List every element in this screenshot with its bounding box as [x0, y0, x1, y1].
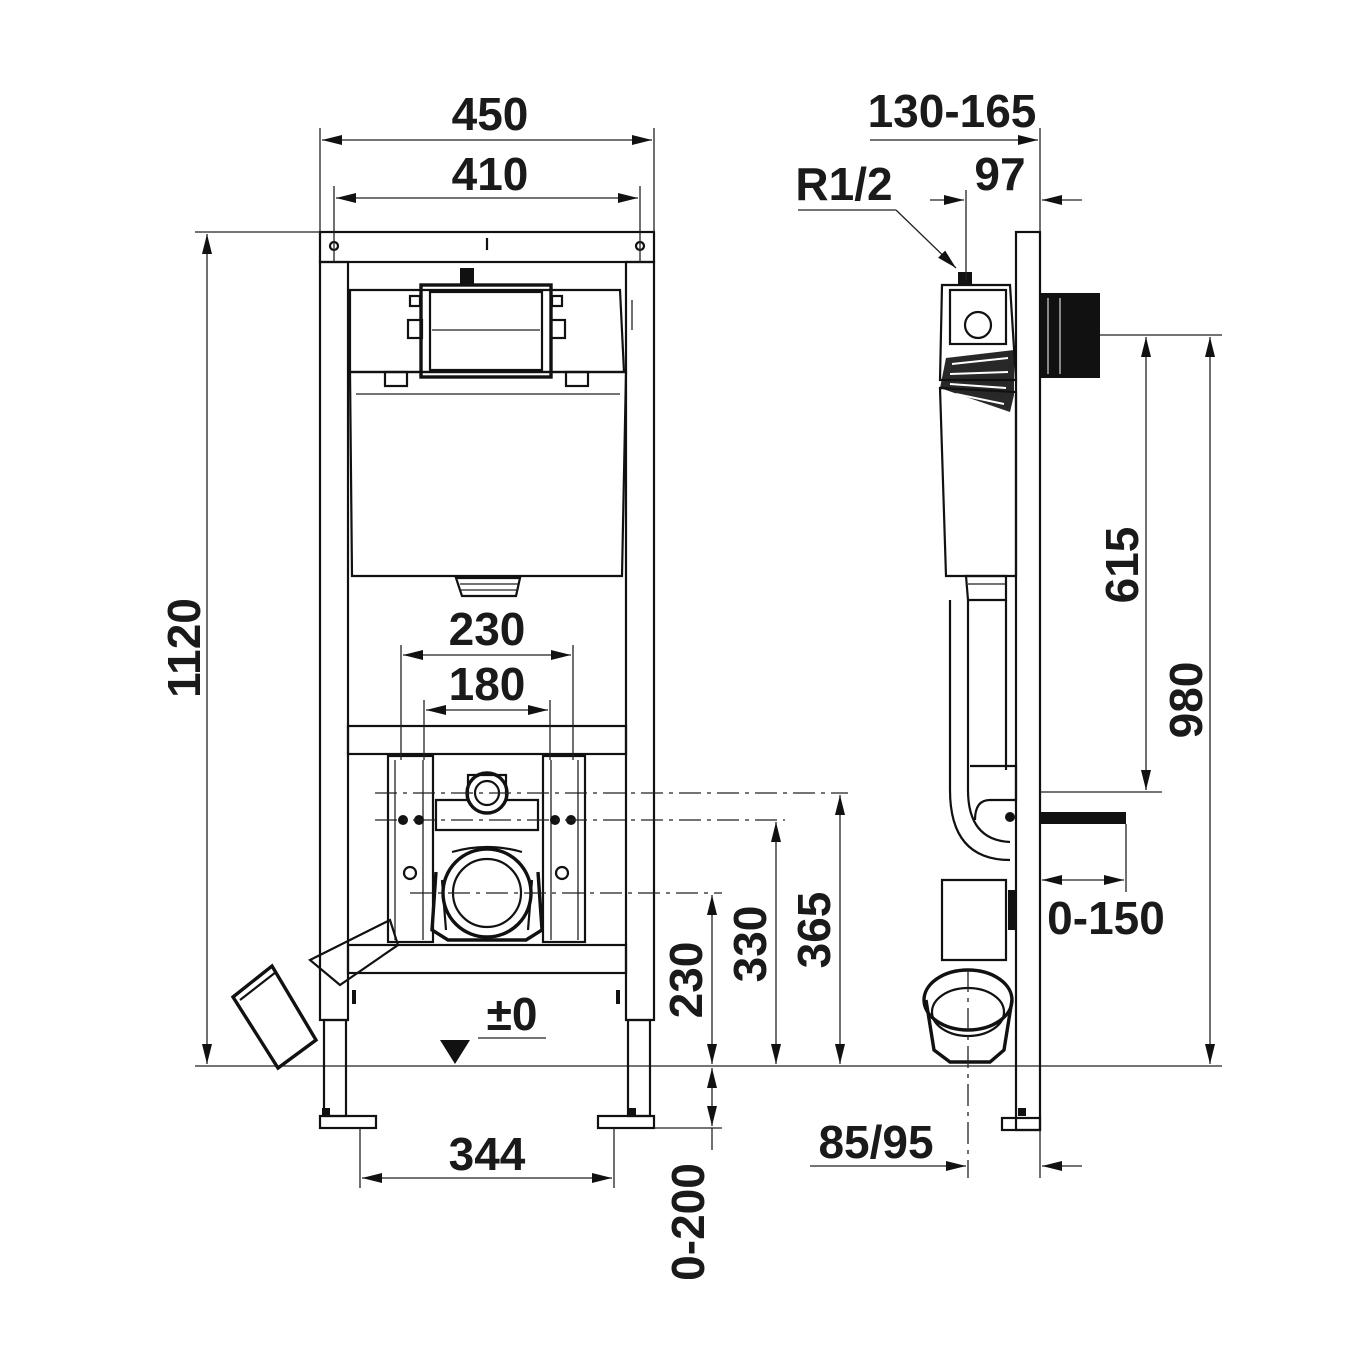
- dim-130-165-label: 130-165: [868, 85, 1037, 137]
- cistern-body: [348, 370, 628, 578]
- flush-valve: [419, 283, 553, 379]
- drain-elbow: [230, 963, 319, 1071]
- dim-410-label: 410: [452, 148, 529, 200]
- side-cistern-body: [938, 386, 1018, 578]
- dim-230-vertical-label: 230: [660, 942, 712, 1019]
- dim-330-label: 330: [724, 906, 776, 983]
- dim-344-label: 344: [449, 1128, 526, 1180]
- inlet-thread-label: R1/2: [795, 158, 892, 210]
- dim-230-label: 230: [449, 603, 526, 655]
- dim-97-label: 97: [974, 148, 1025, 200]
- dim-180-label: 180: [449, 658, 526, 710]
- right-leg: [626, 1018, 652, 1118]
- floor-level-label: ±0: [487, 988, 538, 1040]
- dim-85-95-label: 85/95: [818, 1116, 933, 1168]
- cistern-top: [348, 288, 626, 374]
- dim-980-label: 980: [1160, 662, 1212, 739]
- floor-level-marker: [440, 1040, 470, 1064]
- left-upright: [318, 260, 350, 1022]
- top-rail: [318, 230, 656, 264]
- right-upright: [624, 260, 656, 1022]
- side-upright: [1014, 230, 1042, 1132]
- dim-0-150-label: 0-150: [1047, 892, 1165, 944]
- middle-beam: [346, 724, 628, 756]
- dim-450-label: 450: [452, 88, 529, 140]
- left-leg: [322, 1018, 348, 1118]
- front-view: 450 410 1120 230 180 230 330 365: [158, 88, 1222, 1281]
- lower-beam: [346, 943, 628, 975]
- flush-pipe: [948, 600, 1011, 862]
- dim-615-label: 615: [1096, 527, 1148, 604]
- dim-365-label: 365: [788, 892, 840, 969]
- dim-1120-label: 1120: [158, 598, 210, 698]
- side-view: 130-165 97 R1/2 615 980 0-150 85/95: [795, 85, 1222, 1178]
- flush-actuator: [1040, 293, 1100, 378]
- side-cistern-top: [938, 283, 1018, 382]
- supply-plate: [434, 773, 540, 832]
- dim-0-200-label: 0-200: [662, 1163, 714, 1281]
